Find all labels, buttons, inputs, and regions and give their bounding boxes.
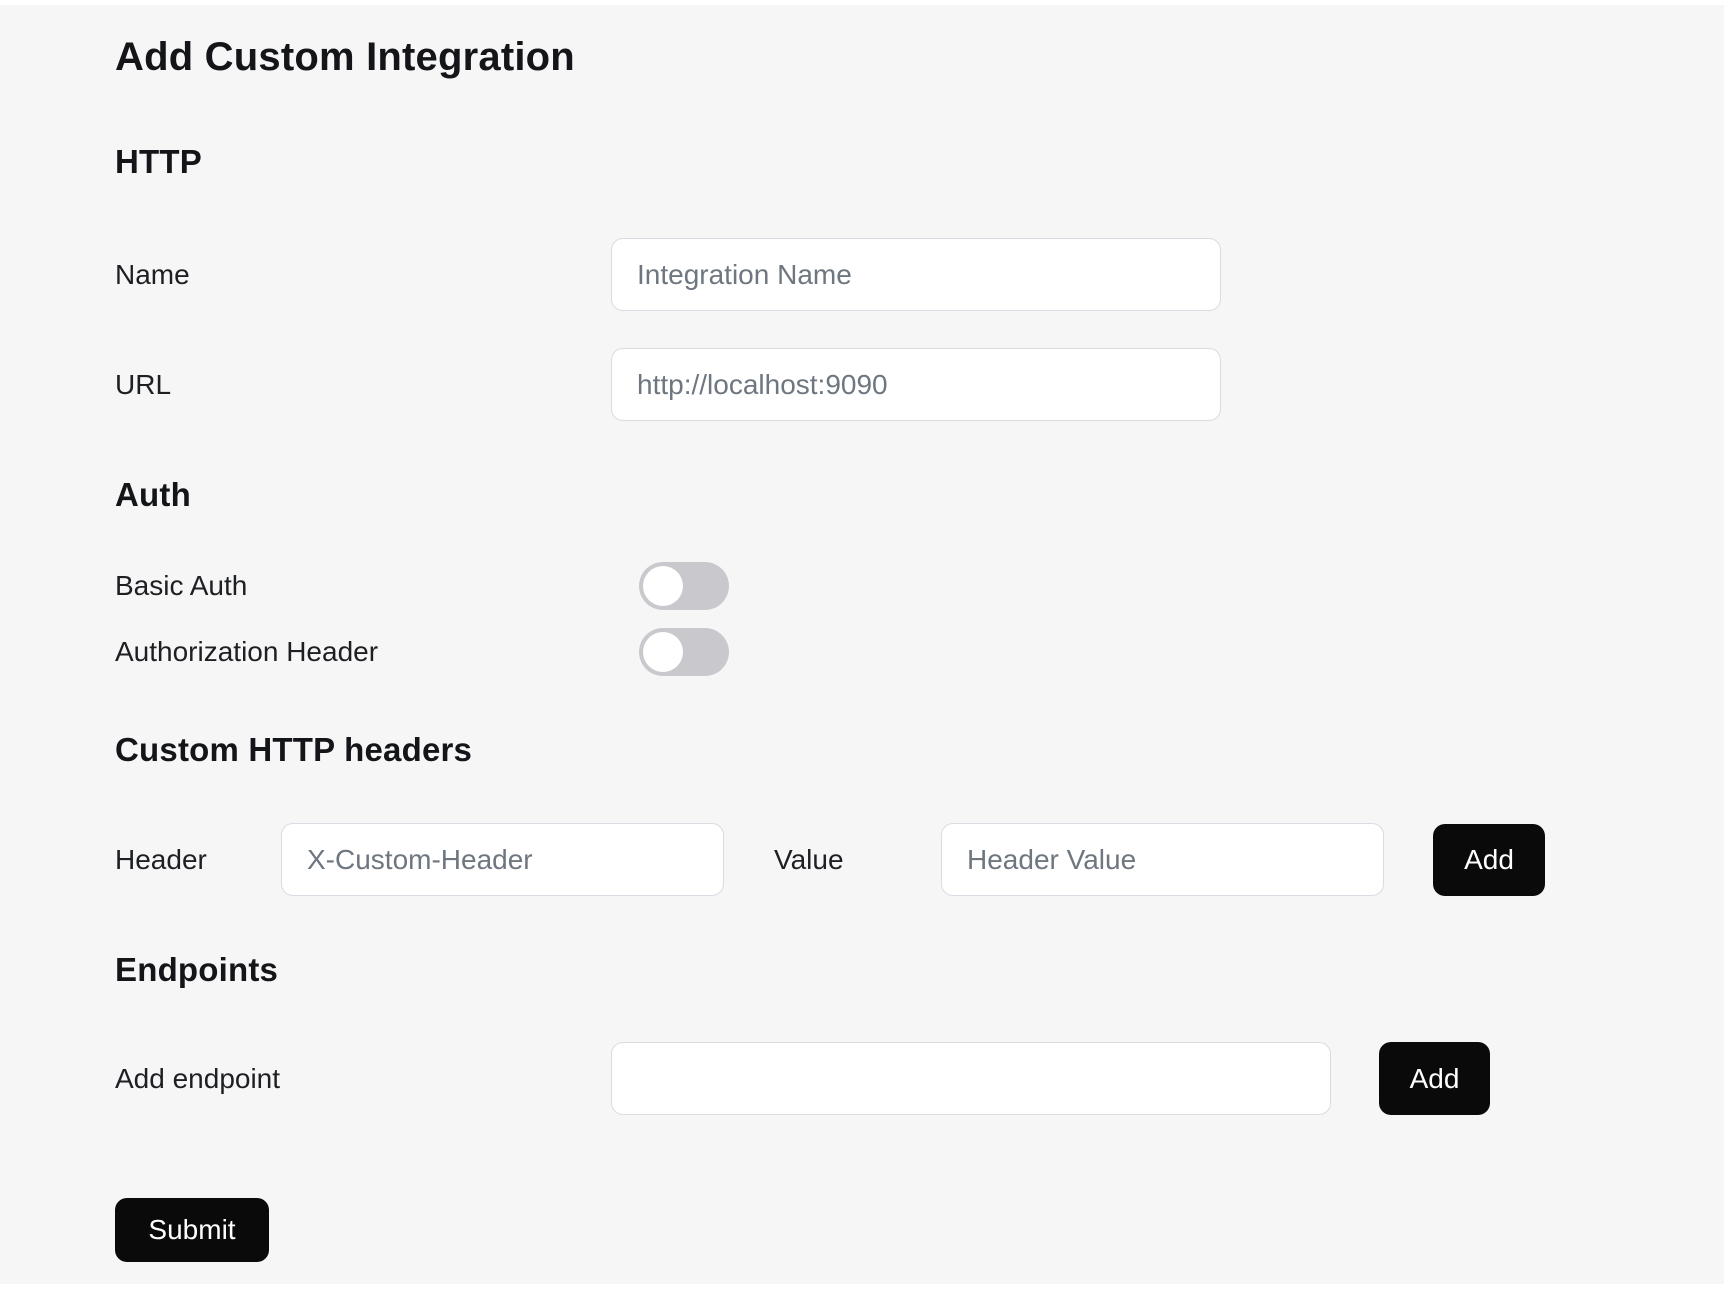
url-label: URL — [115, 368, 172, 400]
bottom-strip — [0, 1284, 1724, 1298]
header-label: Header — [115, 843, 207, 875]
top-strip — [0, 0, 1724, 5]
name-field-row: Name — [115, 238, 1724, 311]
basic-auth-label: Basic Auth — [115, 570, 248, 601]
custom-header-name-input[interactable] — [281, 823, 724, 896]
integration-name-input[interactable] — [611, 238, 1221, 311]
name-label: Name — [115, 258, 190, 290]
basic-auth-row: Basic Auth — [115, 562, 1724, 610]
custom-header-value-input[interactable] — [941, 823, 1384, 896]
value-label: Value — [774, 843, 844, 875]
http-section-heading: HTTP — [115, 143, 202, 180]
integration-url-input[interactable] — [611, 348, 1221, 421]
endpoints-section-heading: Endpoints — [115, 951, 279, 988]
basic-auth-toggle[interactable] — [639, 562, 729, 610]
submit-button[interactable]: Submit — [115, 1198, 269, 1262]
form-content: Add Custom Integration HTTP Name URL Aut… — [0, 5, 1724, 1284]
page-title: Add Custom Integration — [115, 35, 575, 79]
custom-header-row: Header Value Add — [115, 823, 1724, 896]
add-endpoint-button[interactable]: Add — [1379, 1042, 1490, 1115]
endpoint-input[interactable] — [611, 1042, 1331, 1115]
add-endpoint-row: Add endpoint Add — [115, 1042, 1724, 1115]
authorization-header-label: Authorization Header — [115, 636, 379, 667]
toggle-knob — [643, 566, 683, 606]
auth-section-heading: Auth — [115, 476, 191, 513]
authorization-header-row: Authorization Header — [115, 628, 1724, 676]
add-endpoint-label: Add endpoint — [115, 1062, 281, 1094]
url-field-row: URL — [115, 348, 1724, 421]
authorization-header-toggle[interactable] — [639, 628, 729, 676]
toggle-knob — [643, 632, 683, 672]
add-header-button[interactable]: Add — [1433, 823, 1545, 896]
custom-headers-section-heading: Custom HTTP headers — [115, 731, 473, 768]
